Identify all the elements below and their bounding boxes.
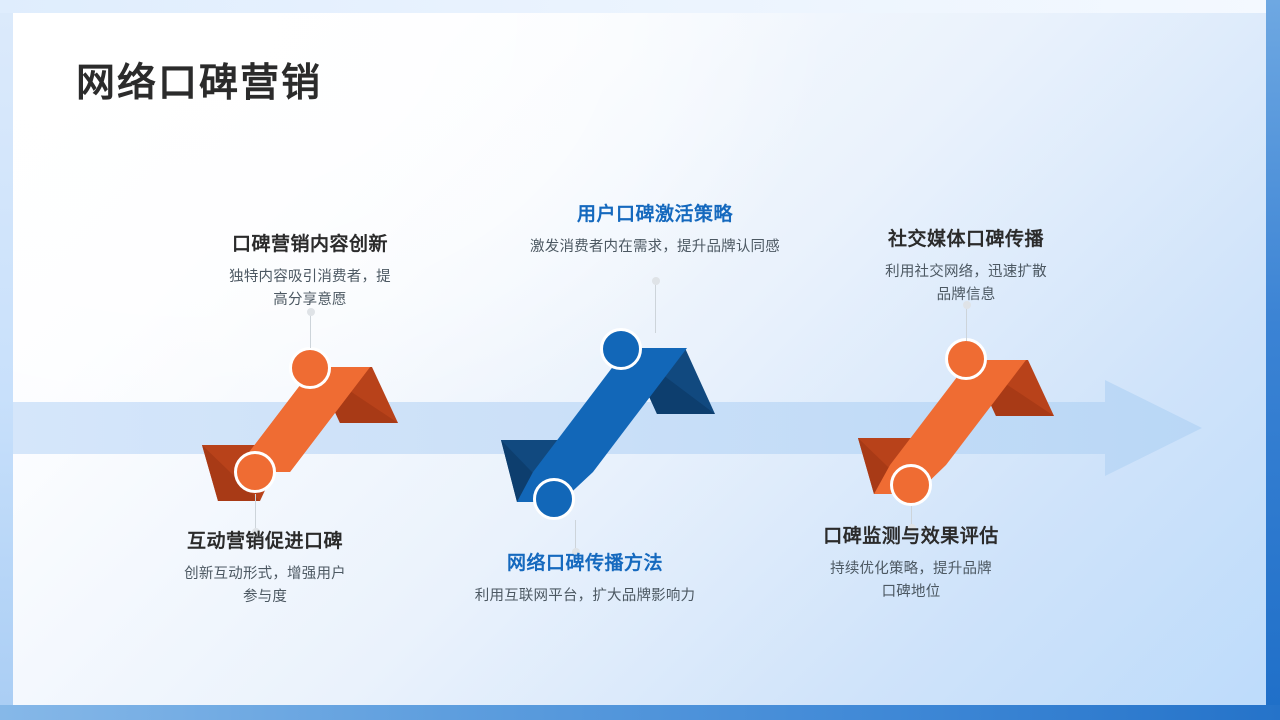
step-heading: 互动营销促进口碑 <box>186 531 343 552</box>
connector-line-6 <box>907 506 916 532</box>
connector-line-1 <box>306 308 315 348</box>
connector-line-2 <box>251 494 260 536</box>
step-description: 激发消费者内在需求，提升品牌认同感 <box>530 238 780 255</box>
connector-dot-2 <box>251 528 260 536</box>
zigzag-ribbon-2 <box>497 328 727 520</box>
node-marker-1[interactable] <box>289 347 331 389</box>
connector-line-4 <box>571 520 580 556</box>
step-heading: 用户口碑激活策略 <box>576 204 733 225</box>
zigzag-ribbon-3 <box>852 338 1082 518</box>
step-description: 持续优化策略，提升品牌口碑地位 <box>830 560 992 601</box>
frame-edge-left <box>0 0 13 720</box>
step-heading: 口碑营销内容创新 <box>231 234 388 255</box>
step-label-spread-methods: 网络口碑传播方法 利用互联网平台，扩大品牌影响力 <box>425 552 745 608</box>
step-label-user-activation: 用户口碑激活策略 激发消费者内在需求，提升品牌认同感 <box>495 203 815 259</box>
frame-edge-right <box>1266 0 1280 720</box>
frame-edge-top <box>0 0 1280 13</box>
node-marker-3[interactable] <box>600 328 642 370</box>
node-marker-4[interactable] <box>533 478 575 520</box>
step-description: 创新互动形式，增强用户参与度 <box>184 565 346 606</box>
step-label-social-media: 社交媒体口碑传播 利用社交网络，迅速扩散品牌信息 <box>826 228 1106 308</box>
connector-dot-3 <box>651 277 660 285</box>
step-heading: 口碑监测与效果评估 <box>823 526 999 547</box>
frame-edge-bottom <box>0 705 1280 720</box>
connector-dot-1 <box>306 308 315 316</box>
step-label-monitoring: 口碑监测与效果评估 持续优化策略，提升品牌口碑地位 <box>771 525 1051 605</box>
connector-line-3 <box>651 277 660 333</box>
node-marker-6[interactable] <box>890 464 932 506</box>
connector-line-5 <box>962 301 971 341</box>
step-heading: 网络口碑传播方法 <box>506 553 663 574</box>
connector-dot-6 <box>907 524 916 532</box>
step-heading: 社交媒体口碑传播 <box>887 229 1044 250</box>
connector-dot-5 <box>962 301 971 309</box>
node-marker-2[interactable] <box>234 451 276 493</box>
step-label-content-innovation: 口碑营销内容创新 独特内容吸引消费者，提高分享意愿 <box>170 233 450 313</box>
step-label-interactive-marketing: 互动营销促进口碑 创新互动形式，增强用户参与度 <box>125 530 405 610</box>
page-title: 网络口碑营销 <box>76 62 323 105</box>
step-description: 独特内容吸引消费者，提高分享意愿 <box>229 268 391 309</box>
zigzag-ribbon-1 <box>196 345 426 525</box>
step-description: 利用互联网平台，扩大品牌影响力 <box>474 587 696 604</box>
connector-dot-4 <box>571 548 580 556</box>
node-marker-5[interactable] <box>945 338 987 380</box>
step-description: 利用社交网络，迅速扩散品牌信息 <box>885 263 1047 304</box>
